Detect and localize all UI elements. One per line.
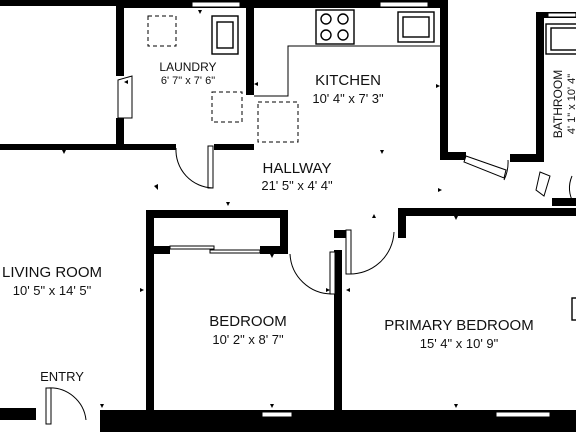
- room-name-laundry: LAUNDRY: [159, 60, 216, 74]
- doors: [45, 75, 551, 425]
- door-bathroom: [463, 155, 507, 179]
- room-name-bedroom: BEDROOM: [209, 313, 287, 330]
- windows: [191, 1, 576, 418]
- dryer-outline: [211, 91, 243, 123]
- door-entry-swing: [47, 387, 87, 421]
- room-dims-kitchen: 10' 4" x 7' 3": [312, 91, 384, 106]
- closet-slider-2: [209, 249, 261, 254]
- room-name-hallway: HALLWAY: [263, 160, 332, 177]
- closet-slider-1: [169, 245, 215, 250]
- room-name-entry: ENTRY: [40, 369, 84, 384]
- door-bathroom-2: [535, 171, 551, 197]
- room-dims-laundry: 6' 7" x 7' 6": [161, 75, 215, 87]
- fridge-outline: [257, 101, 299, 143]
- window-bathroom: [547, 12, 576, 18]
- room-name-primary-bedroom: PRIMARY BEDROOM: [384, 317, 533, 334]
- window-primary: [495, 411, 551, 418]
- bathtub-inner-icon: [550, 27, 576, 51]
- fixtures: [147, 9, 576, 321]
- kitchen-counter: [254, 45, 440, 97]
- door-laundry-side: [117, 75, 133, 119]
- burner-icon: [337, 13, 349, 25]
- stove-icon: [315, 9, 355, 45]
- burner-icon: [320, 13, 332, 25]
- door-laundry: [207, 145, 214, 189]
- door-bedroom: [329, 251, 336, 295]
- room-dims-bedroom: 10' 2" x 8' 7": [212, 332, 284, 347]
- door-laundry-swing: [175, 147, 214, 189]
- room-labels: LAUNDRY 6' 7" x 7' 6" KITCHEN 10' 4" x 7…: [2, 60, 576, 384]
- door-bedroom-swing: [289, 253, 333, 295]
- room-name-bathroom: BATHROOM: [551, 70, 565, 138]
- door-bathroom-swing: [503, 159, 509, 181]
- room-name-kitchen: KITCHEN: [315, 72, 381, 89]
- kitchen-sink-basin-icon: [402, 16, 430, 38]
- burner-icon: [320, 29, 332, 41]
- door-entry: [45, 387, 52, 425]
- window-kitchen: [379, 1, 429, 8]
- room-dims-hallway: 21' 5" x 4' 4": [261, 178, 333, 193]
- door-primary-swing: [347, 231, 395, 275]
- room-dims-living-room: 10' 5" x 14' 5": [13, 283, 92, 298]
- washer-outline: [147, 15, 177, 47]
- door-primary: [345, 229, 352, 275]
- burner-icon: [337, 29, 349, 41]
- window-laundry: [191, 1, 241, 8]
- room-name-living-room: LIVING ROOM: [2, 264, 102, 281]
- room-dims-bathroom: 4' 1" x 10' 4": [566, 74, 576, 134]
- toilet-icon: [568, 175, 575, 205]
- room-dims-primary-bedroom: 15' 4" x 10' 9": [420, 336, 499, 351]
- window-bedroom: [261, 411, 293, 418]
- laundry-sink-basin-icon: [216, 21, 234, 49]
- primary-fixture-icon: [571, 297, 576, 321]
- dimension-markers: [62, 10, 458, 408]
